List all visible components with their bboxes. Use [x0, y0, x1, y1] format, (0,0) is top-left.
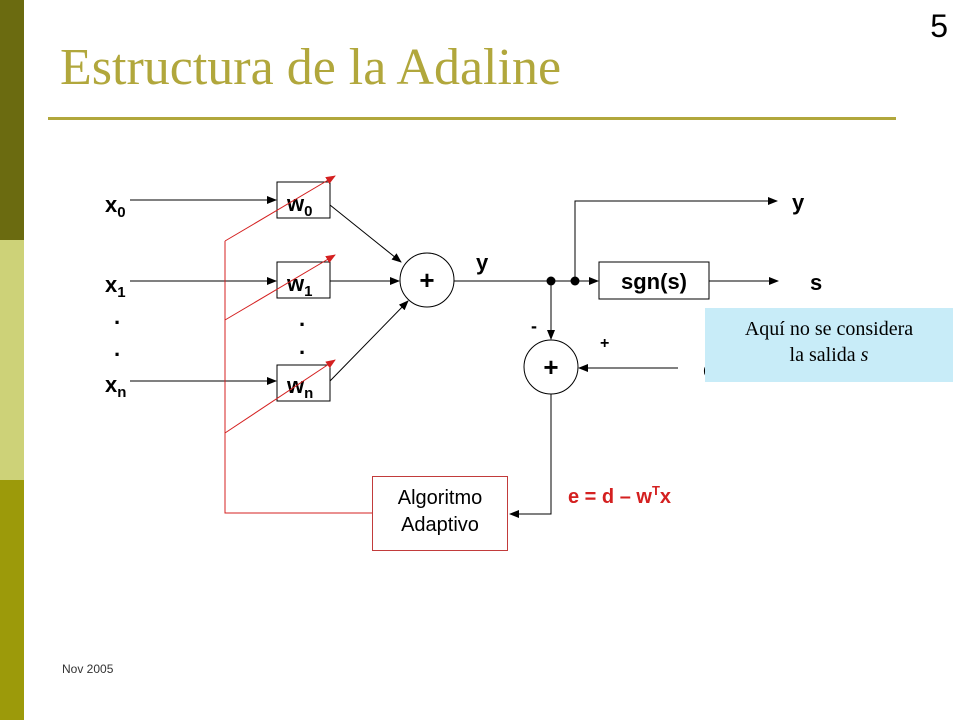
sgn-box	[598, 261, 710, 300]
weight-box-w0	[276, 181, 331, 219]
sgn-label: sgn(s)	[621, 269, 687, 294]
adaptation-arrow-w1	[224, 254, 336, 321]
minus-sign: -	[531, 316, 537, 336]
weight-box-wn	[276, 364, 331, 402]
note-line2: la salida s	[789, 344, 869, 366]
adaptation-arrow-wn	[224, 359, 336, 434]
weight-to-sum-arrow	[329, 204, 402, 263]
note-variable: s	[860, 344, 869, 366]
adaptive-algorithm-box: Algoritmo Adaptivo	[372, 476, 508, 551]
input-label-x0: x0	[105, 192, 126, 221]
note-line1: Aquí no se considera	[744, 318, 914, 340]
slide-title: Estructura de la Adaline	[60, 39, 562, 96]
weight-dot: .	[299, 306, 305, 331]
input-label-x1: x1	[105, 272, 126, 301]
slide-number: 5	[930, 8, 948, 44]
algorithm-label-line2: Adaptivo	[401, 514, 479, 536]
plus-sign: +	[600, 335, 609, 352]
weight-label-wn: wn	[286, 373, 313, 402]
comparator-symbol: +	[543, 352, 558, 382]
sidebar-bar	[0, 0, 24, 720]
error-path	[509, 394, 552, 518]
top-output-label: y	[792, 190, 805, 215]
input-dot: .	[114, 304, 120, 329]
binary-output-label: s	[810, 270, 822, 295]
summing-node-symbol: +	[419, 265, 434, 295]
summing-node	[399, 252, 455, 308]
weight-label-w1: w1	[286, 271, 312, 300]
adaptation-arrow-w0	[224, 175, 336, 242]
input-label-xn: xn	[105, 372, 126, 401]
weight-to-sum-arrow	[329, 300, 409, 382]
top-output-line	[574, 197, 778, 281]
linear-output-label: y	[476, 250, 489, 275]
weight-dot: .	[299, 334, 305, 359]
algorithm-label-line1: Algoritmo	[397, 487, 483, 509]
weight-box-w1	[276, 261, 331, 299]
weight-label-w0: w0	[286, 191, 312, 220]
title-underline	[48, 117, 896, 120]
adaptation-line	[224, 241, 372, 514]
note-box: Aquí no se considera la salida s	[705, 308, 953, 382]
sidebar-segment-bottom	[0, 480, 24, 720]
footer-date: Nov 2005	[62, 662, 114, 676]
sidebar-segment-middle	[0, 240, 24, 480]
sidebar-segment-top	[0, 0, 24, 240]
error-equation: e = d – wTx	[568, 483, 671, 508]
input-dot: .	[114, 336, 120, 361]
